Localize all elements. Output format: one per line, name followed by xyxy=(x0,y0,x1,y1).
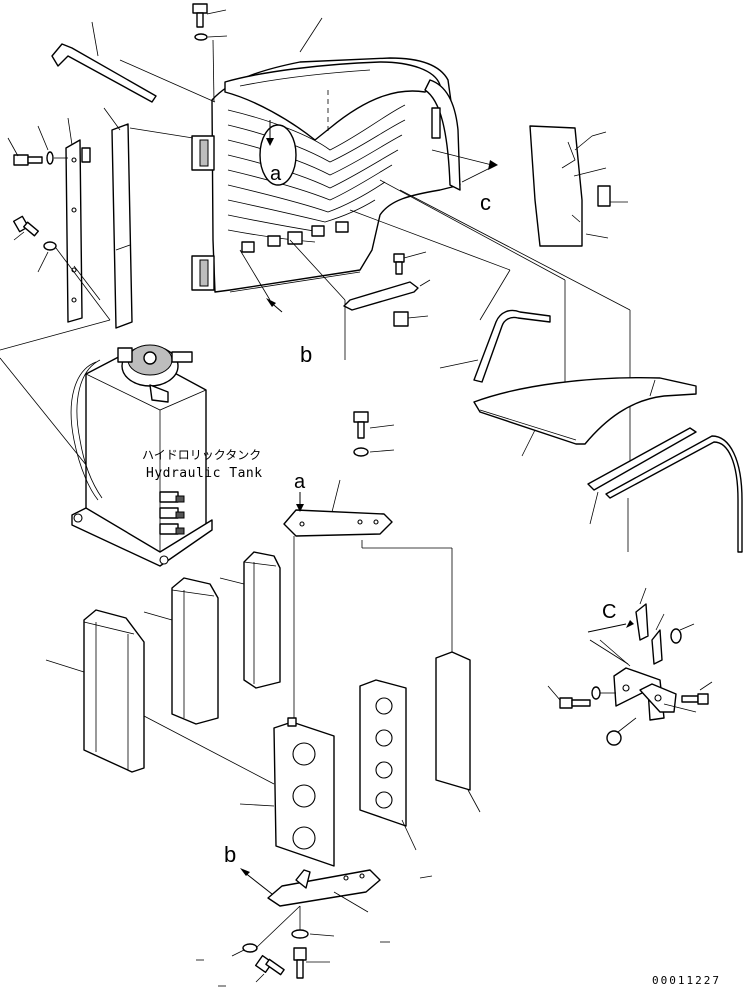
tank-label-en: Hydraulic Tank xyxy=(146,466,263,481)
bottom-bracket: b xyxy=(224,842,381,932)
center-bolt xyxy=(353,411,395,457)
detail-c: C xyxy=(547,587,713,746)
tank-label-jp: ハイドロリックタンク xyxy=(142,448,261,462)
view-c-label-top: c xyxy=(480,190,491,215)
drawing-code: 00011227 xyxy=(652,974,721,987)
view-a-label: a xyxy=(270,163,282,185)
bottom-bolts xyxy=(196,905,390,987)
view-b-label-top: b xyxy=(300,342,312,367)
right-upper-panel xyxy=(529,125,628,247)
plate-blank xyxy=(435,651,481,813)
radiator-guard: a xyxy=(191,57,461,293)
long-side-strips xyxy=(587,427,743,553)
cover-panel xyxy=(473,377,697,457)
left-bolts xyxy=(7,125,111,321)
detail-c-title: C xyxy=(602,601,616,623)
top-rail xyxy=(51,21,216,103)
plate-three-holes xyxy=(239,717,335,867)
plate-four-holes xyxy=(359,679,433,879)
foam-pad-medium xyxy=(143,577,219,725)
view-a-label-bracket: a xyxy=(294,471,306,493)
foam-pad-large xyxy=(45,609,275,785)
left-side-bracket xyxy=(65,117,91,323)
left-seal-strip xyxy=(103,107,194,329)
top-bolt xyxy=(192,3,228,41)
view-b-label-bottom: b xyxy=(224,842,236,867)
curved-seal-strip xyxy=(439,309,551,383)
hydraulic-tank: ハイドロリックタンク Hydraulic Tank xyxy=(70,344,263,567)
foam-pad-small xyxy=(219,551,281,689)
center-mount-bracket: a xyxy=(283,471,453,720)
stay-rod xyxy=(343,251,431,327)
